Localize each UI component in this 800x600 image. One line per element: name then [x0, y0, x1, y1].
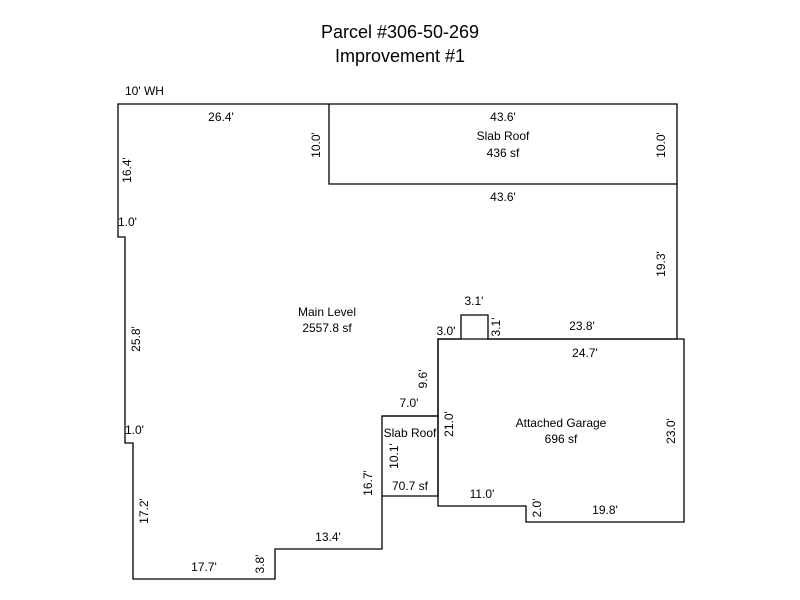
area-size: 70.7 sf	[392, 479, 429, 493]
area-name: Attached Garage	[516, 416, 607, 430]
dim-label: 19.8'	[592, 503, 618, 517]
diagram-title: Parcel #306-50-269	[320, 22, 480, 42]
note-label: 10' WH	[125, 84, 164, 98]
dim-label: 11.0'	[470, 487, 495, 501]
dim-label: 3.1'	[465, 294, 484, 308]
dim-label: 24.7'	[572, 346, 598, 360]
dim-label: 43.6'	[490, 190, 516, 204]
dim-label: 16.4'	[120, 157, 134, 183]
area-name: Slab Roof	[477, 129, 530, 143]
dim-label: 3.1'	[489, 318, 503, 337]
dim-label: 10.0'	[654, 132, 668, 158]
slab-roof-outline	[328, 104, 677, 185]
dim-label: 10.1'	[387, 443, 401, 469]
dim-label: 25.8'	[129, 326, 143, 352]
dim-label: 3.8'	[253, 555, 267, 574]
diagram-subtitle: Improvement #1	[334, 46, 466, 66]
dim-label: 1.0'	[125, 423, 144, 437]
area-size: 436 sf	[487, 146, 520, 160]
dim-label: 2.0'	[530, 499, 544, 518]
dim-label: 23.8'	[569, 319, 595, 333]
dim-label: 19.3'	[654, 251, 668, 277]
dim-label: 43.6'	[490, 110, 516, 124]
dim-label: 26.4'	[208, 110, 234, 124]
dim-label: 17.7'	[191, 560, 217, 574]
dim-label: 17.2'	[137, 498, 151, 524]
dim-label: 10.0'	[309, 132, 323, 158]
area-size: 2557.8 sf	[302, 321, 352, 335]
dim-label: 21.0'	[442, 411, 456, 437]
dim-label: 3.0'	[437, 324, 456, 338]
dim-label: 23.0'	[664, 418, 678, 444]
dim-label: 7.0'	[400, 396, 419, 410]
area-name: Main Level	[298, 305, 356, 319]
dim-label: 16.7'	[361, 470, 375, 496]
dim-label: 1.0'	[118, 215, 137, 229]
garage-outline	[437, 338, 685, 523]
dim-label: 13.4'	[315, 530, 341, 544]
area-size: 696 sf	[545, 432, 578, 446]
area-name: Slab Roof	[384, 426, 437, 440]
dim-label: 9.6'	[416, 370, 430, 389]
